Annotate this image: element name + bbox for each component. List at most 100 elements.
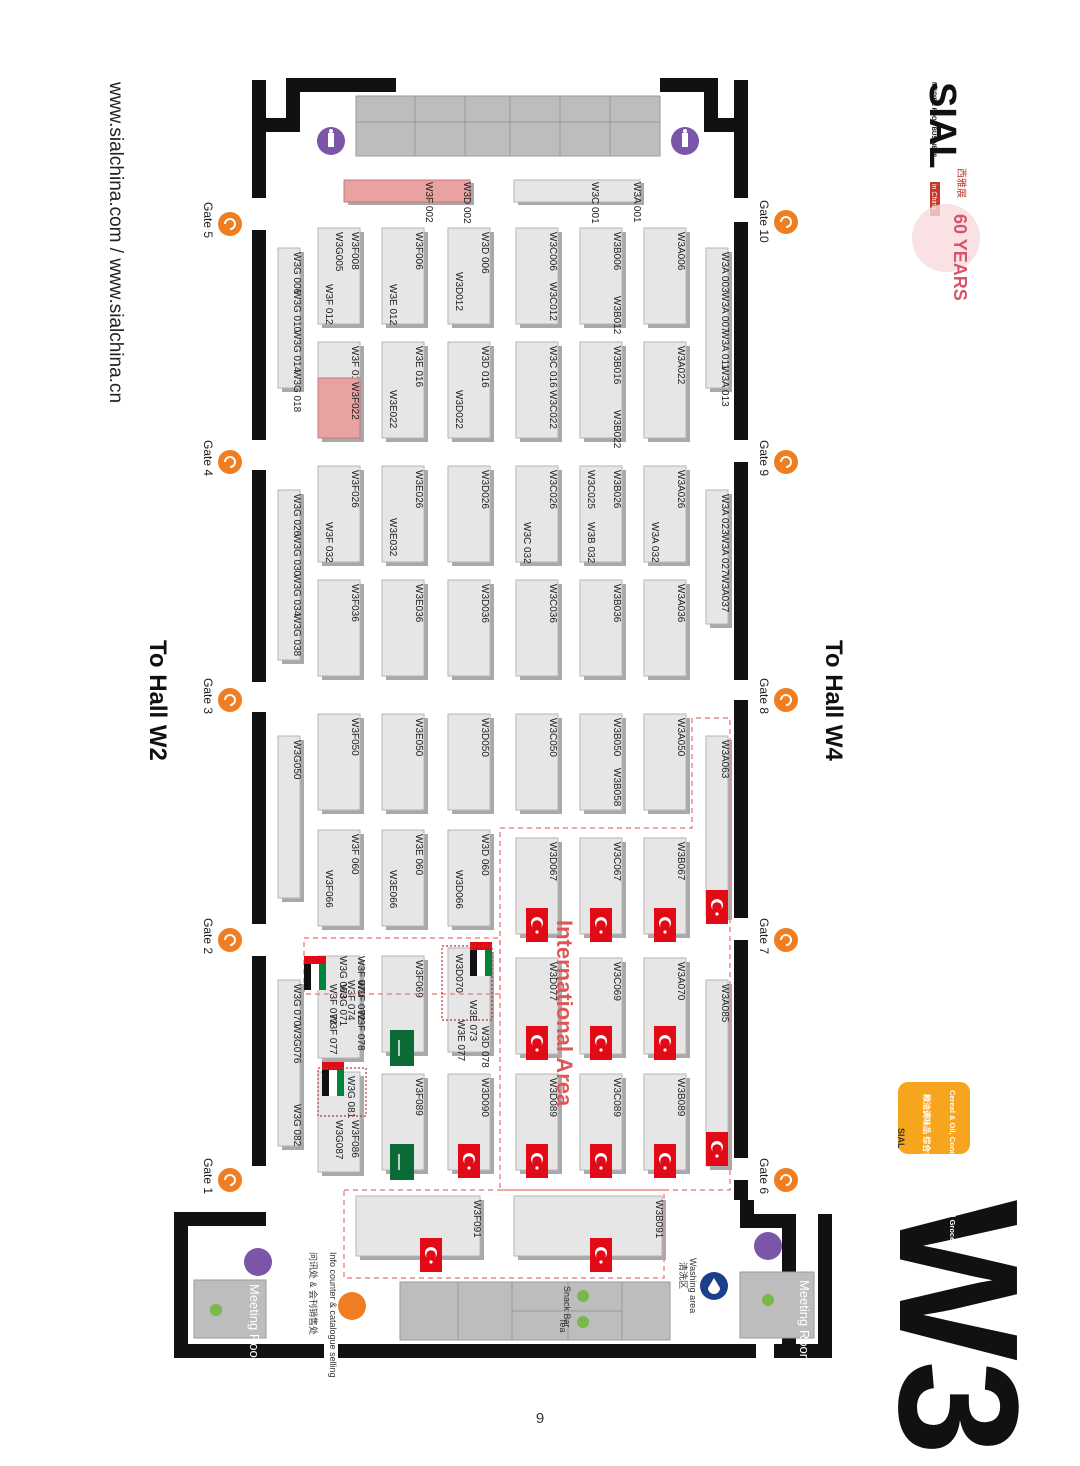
gate[interactable]: Gate 1 (201, 1158, 242, 1194)
booth[interactable] (317, 579, 361, 677)
booth-label: W3F 072 (355, 980, 366, 1021)
booth-label: W3A085 (719, 984, 730, 1023)
booth[interactable] (317, 377, 361, 439)
gate-label: Gate 2 (201, 918, 215, 954)
gate[interactable]: Gate 8 (757, 678, 798, 714)
booth-label: W3F050 (349, 718, 360, 756)
booth-label: W3A026 (675, 470, 686, 509)
booth-label: W3C012 (547, 282, 558, 321)
gate[interactable]: Gate 6 (757, 1158, 798, 1194)
booth[interactable] (515, 341, 559, 439)
gate[interactable]: Gate 4 (201, 440, 242, 476)
booth-label: W3G 081 (345, 1076, 356, 1119)
info-counter-cn-label: 问讯处 & 会刊销售处 (308, 1252, 319, 1335)
booth-label: W3F 012 (323, 284, 334, 325)
booth-label: W3A 001 (631, 182, 642, 223)
booth-label: W3D050 (479, 718, 490, 757)
gate[interactable]: Gate 5 (201, 202, 242, 238)
booth[interactable] (381, 227, 425, 325)
booth[interactable] (643, 465, 687, 563)
booth-label: W3C036 (547, 584, 558, 623)
booth-label: W3A 013 (719, 366, 730, 407)
gate[interactable]: Gate 3 (201, 678, 242, 714)
gates: Gate 10 Gate 9 Gate 8 Gate 7 Gate 6 Gate… (201, 200, 798, 1194)
booth[interactable] (277, 735, 301, 899)
booth[interactable] (355, 1195, 481, 1257)
booth-label: W3A063 (719, 740, 730, 779)
booth[interactable] (705, 247, 729, 389)
booth[interactable] (317, 829, 361, 927)
booth[interactable] (515, 713, 559, 811)
booth[interactable] (515, 465, 559, 563)
booth[interactable] (579, 579, 623, 677)
booth[interactable] (643, 579, 687, 677)
info-counter: Info counter & catalogue selling 问讯处 & 会… (308, 1252, 366, 1378)
booth[interactable] (579, 227, 623, 325)
booth[interactable] (515, 579, 559, 677)
booth[interactable] (447, 465, 491, 563)
booth[interactable] (579, 341, 623, 439)
booth[interactable] (643, 341, 687, 439)
booth[interactable] (277, 979, 301, 1147)
booth-label: W3F 078 (355, 1010, 366, 1051)
booth[interactable] (515, 227, 559, 325)
booth[interactable] (381, 341, 425, 439)
hall-name: W3 (863, 1200, 1053, 1455)
washing-area-label: Washing area (688, 1258, 698, 1313)
gate-label: Gate 7 (757, 918, 771, 954)
booth[interactable] (579, 713, 623, 811)
gate[interactable]: Gate 2 (201, 918, 242, 954)
booth-label: W3D089 (547, 1078, 558, 1117)
booth[interactable] (317, 465, 361, 563)
booth-label: W3A 032 (649, 522, 660, 563)
gate[interactable]: Gate 10 (757, 200, 798, 243)
booth[interactable] (643, 227, 687, 325)
booth[interactable] (317, 227, 361, 325)
turkey-flag-icon (590, 1026, 612, 1060)
booth-label: W3B050 (611, 718, 622, 757)
booth[interactable] (447, 341, 491, 439)
booth-label: W3G 082 (291, 1104, 302, 1147)
left-service-blocks (355, 95, 661, 157)
booth[interactable] (579, 465, 623, 563)
booth[interactable] (513, 1195, 663, 1257)
booth[interactable] (277, 489, 301, 661)
booth[interactable] (705, 489, 729, 625)
booth[interactable] (381, 713, 425, 811)
booth[interactable] (447, 829, 491, 927)
booth[interactable] (447, 579, 491, 677)
booth-label: W3F 032 (323, 522, 334, 563)
turkey-flag-icon (654, 908, 676, 942)
turkey-flag-icon (654, 1026, 676, 1060)
booth[interactable] (317, 713, 361, 811)
booth-label: W3C006 (547, 232, 558, 271)
gate[interactable]: Gate 9 (757, 440, 798, 476)
booth-label: W3A036 (675, 584, 686, 623)
gate-label: Gate 8 (757, 678, 771, 714)
restroom-icon (244, 1248, 272, 1276)
booth[interactable] (643, 713, 687, 811)
booth[interactable] (381, 829, 425, 927)
meeting-room-5: Meeting Room 5 (739, 1232, 815, 1375)
booth-label: W3G 068 (337, 956, 348, 999)
website-urls: www.sialchina.com / www.sialchina.cn (105, 81, 126, 403)
anniversary-mark: 60 YEARS (950, 214, 970, 301)
booth[interactable] (381, 579, 425, 677)
booth-label: W3F006 (413, 232, 424, 270)
turkey-flag-icon (706, 890, 728, 924)
booth[interactable] (447, 713, 491, 811)
booth-label: W3F066 (323, 870, 334, 908)
international-area-label: International Area (552, 920, 577, 1107)
gate-label: Gate 5 (201, 202, 215, 238)
international-area-outline (303, 717, 731, 1279)
booth[interactable] (447, 227, 491, 325)
booth-label: W3D026 (479, 470, 490, 509)
booth-label: W3G 034 (291, 574, 302, 617)
booth-label: W3A050 (675, 718, 686, 757)
booth-label: W3C 032 (521, 522, 532, 564)
gate[interactable]: Gate 7 (757, 918, 798, 954)
gate-icon (218, 212, 242, 236)
booth[interactable] (277, 247, 301, 389)
booth[interactable] (317, 341, 361, 379)
booth[interactable] (381, 465, 425, 563)
